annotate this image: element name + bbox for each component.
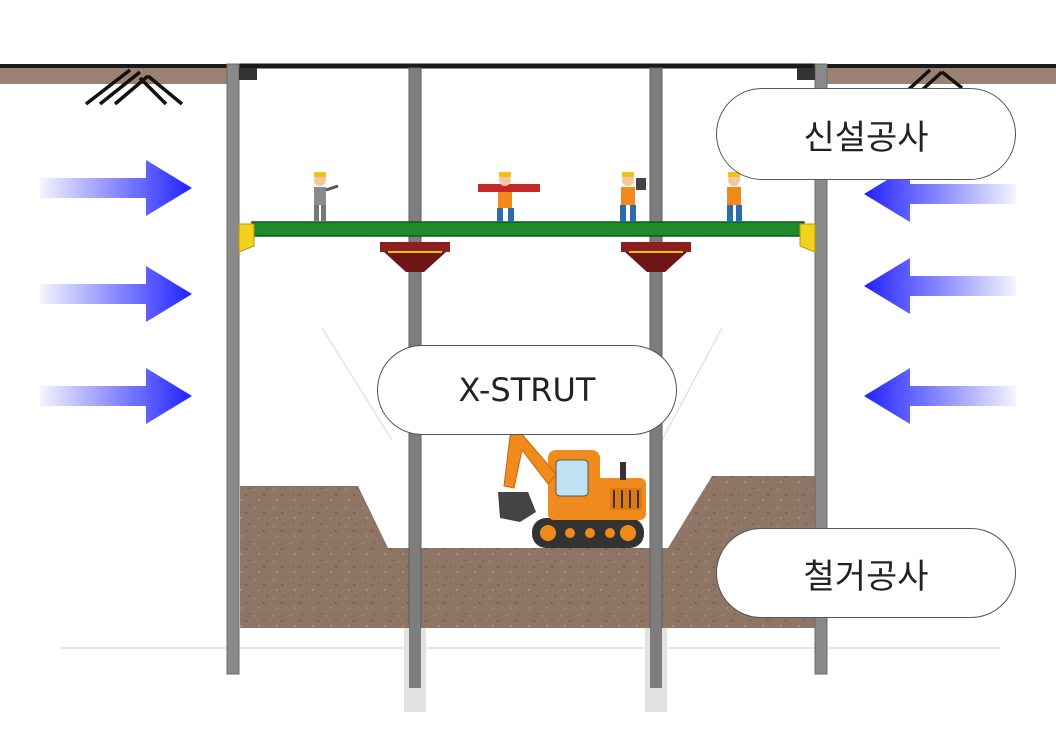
worker-icon <box>478 172 540 222</box>
arrow-icon <box>40 368 192 424</box>
ground-surface-left <box>0 64 232 84</box>
excavator-icon <box>498 431 646 548</box>
corner-block-left <box>239 68 257 80</box>
beam-end-bracket-right <box>799 223 816 253</box>
ground-hatch-icon <box>906 68 964 92</box>
arrow-icon <box>864 368 1016 424</box>
label-x-strut: X-STRUT <box>377 345 677 435</box>
ground-hatch-icon <box>84 68 184 106</box>
retaining-pile-right <box>814 63 828 675</box>
worker-icon <box>314 172 339 222</box>
corner-block-right <box>797 68 815 80</box>
support-bracket-left <box>380 242 450 272</box>
arrow-icon <box>864 258 1016 314</box>
strut-beam <box>251 221 805 237</box>
support-bracket-right <box>621 242 691 272</box>
label-demolition: 철거공사 <box>716 528 1016 618</box>
arrow-icon <box>40 160 192 216</box>
retaining-pile-left <box>226 63 240 675</box>
label-new-construction: 신설공사 <box>716 88 1016 180</box>
soil-mass <box>240 476 818 628</box>
arrow-icon <box>40 266 192 322</box>
beam-end-bracket-left <box>238 223 255 253</box>
worker-icon <box>727 172 742 222</box>
arrow-icon <box>864 166 1016 222</box>
worker-icon <box>620 172 646 222</box>
excavation-guide-lines <box>321 327 723 441</box>
